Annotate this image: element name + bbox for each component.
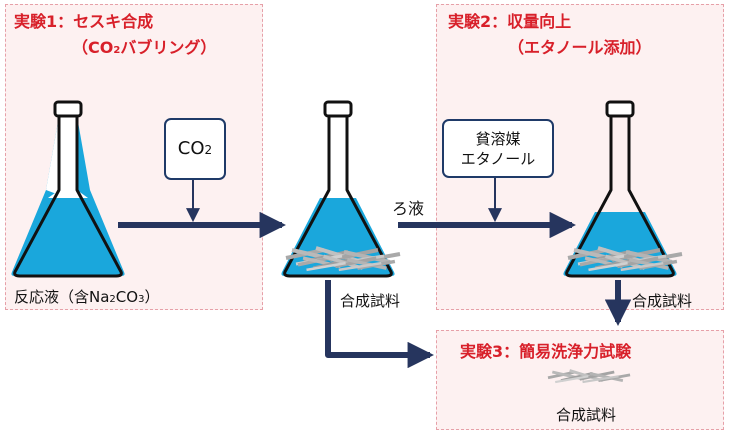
synthesized-sample-label-3: 合成試料 (556, 406, 617, 424)
experiment2-title: 実験2：収量向上 (448, 12, 572, 31)
flask-2 (281, 100, 402, 278)
synthesized-sample-label-1: 合成試料 (340, 292, 401, 310)
filtrate-label: ろ液 (392, 199, 425, 218)
co2-box: CO2 (164, 118, 226, 180)
experiment1-subtitle: （CO2バブリング） (72, 38, 217, 57)
experiment1-title: 実験1：セスキ合成 (14, 12, 154, 31)
flow-arrows (118, 211, 632, 369)
experiment3-title: 実験3：簡易洗浄力試験 (460, 342, 632, 361)
crystal-sample (546, 369, 632, 384)
flask-3 (563, 100, 684, 278)
reaction-liquid-label: 反応液（含Na2CO3） (14, 288, 160, 306)
experiment2-subtitle: （エタノール添加） (508, 38, 652, 57)
ethanol-solvent-box: 貧溶媒エタノール (442, 119, 554, 178)
flask-1 (11, 100, 125, 278)
synthesized-sample-label-2: 合成試料 (632, 292, 693, 310)
